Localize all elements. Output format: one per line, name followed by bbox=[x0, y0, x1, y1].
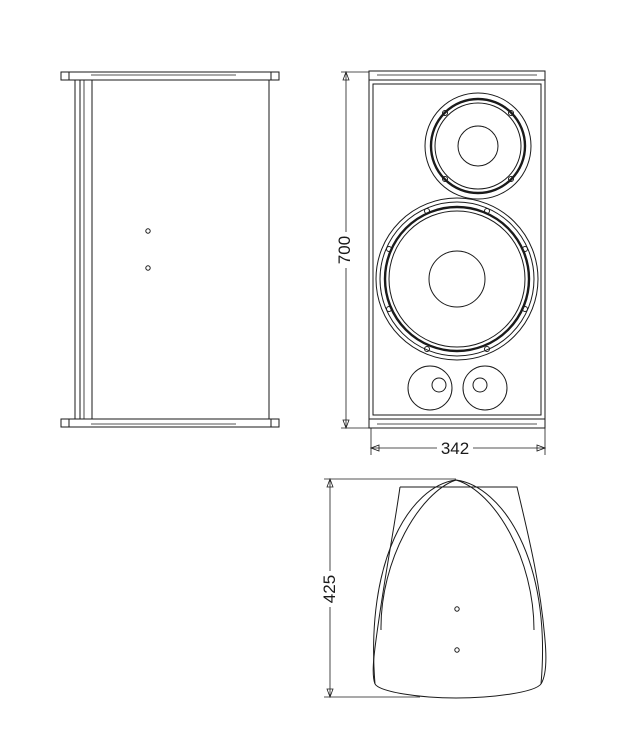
tweeter-left bbox=[407, 365, 453, 411]
height-label: 700 bbox=[335, 236, 354, 264]
tweeter-right bbox=[462, 365, 508, 411]
side-mount-hole-lower bbox=[145, 265, 151, 271]
top-mount-hole-lower bbox=[454, 647, 460, 653]
woofer bbox=[375, 197, 539, 361]
mid-driver-dustcap bbox=[457, 125, 499, 167]
depth-dimension: 425 bbox=[316, 477, 456, 699]
front-view: 700 342 bbox=[332, 70, 547, 458]
screw bbox=[386, 306, 392, 312]
top-view-front-curve bbox=[374, 683, 542, 699]
front-grille-frame bbox=[372, 83, 542, 416]
side-mount-hole-upper bbox=[145, 228, 151, 234]
screw bbox=[442, 110, 448, 116]
screw bbox=[484, 208, 490, 214]
screw bbox=[508, 110, 514, 116]
top-view-shell bbox=[373, 479, 543, 685]
top-view-outline-left bbox=[372, 486, 401, 685]
screw bbox=[424, 208, 430, 214]
screw bbox=[522, 246, 528, 252]
screw bbox=[386, 246, 392, 252]
side-view bbox=[60, 71, 280, 428]
side-body bbox=[74, 79, 270, 420]
width-label: 342 bbox=[441, 439, 469, 458]
side-bottom-rail bbox=[60, 418, 280, 428]
top-mount-hole-upper bbox=[454, 606, 460, 612]
side-top-rail bbox=[60, 71, 280, 81]
width-dimension: 342 bbox=[369, 428, 547, 458]
screw bbox=[442, 176, 448, 182]
screw bbox=[424, 346, 430, 352]
screw bbox=[522, 306, 528, 312]
top-view: 425 bbox=[316, 477, 547, 699]
woofer-dustcap bbox=[428, 250, 486, 308]
mid-driver bbox=[424, 92, 532, 200]
side-front-baffle bbox=[79, 79, 93, 420]
height-dimension: 700 bbox=[332, 70, 369, 430]
screw bbox=[484, 346, 490, 352]
screw bbox=[508, 176, 514, 182]
front-bottom-rail bbox=[368, 418, 546, 429]
front-top-rail bbox=[368, 70, 546, 81]
depth-label: 425 bbox=[320, 575, 339, 603]
front-cabinet bbox=[368, 79, 546, 420]
top-view-outline-right bbox=[400, 486, 547, 685]
